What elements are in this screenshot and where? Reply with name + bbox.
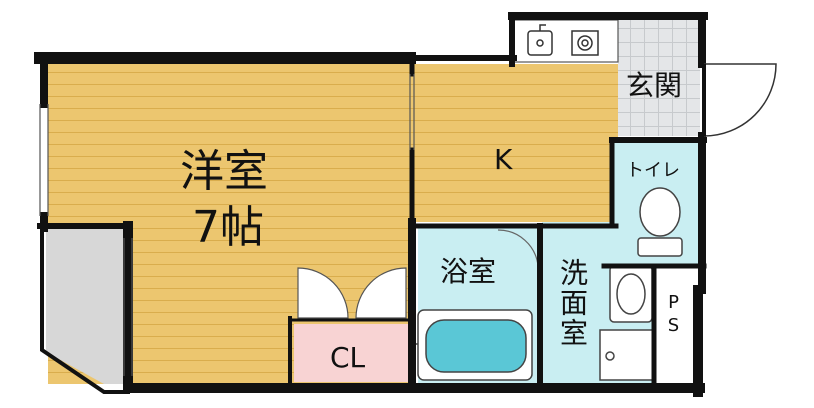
closet-door-icon <box>297 267 407 319</box>
stove-icon <box>571 30 599 56</box>
entrance-floor <box>618 20 700 136</box>
entry-door-icon <box>702 63 777 137</box>
bathroom-label: 浴室 <box>440 255 497 288</box>
toilet-label: トイレ <box>626 160 680 181</box>
washroom-label: 洗面室 <box>556 258 589 348</box>
pipe-space-floor <box>656 268 692 364</box>
closet-floor <box>294 324 410 382</box>
pipe-space-label: PS <box>663 292 684 338</box>
entrance-label: 玄関 <box>626 69 683 102</box>
bathroom-door-swing <box>497 229 539 267</box>
western-room-label: 洋室 <box>180 146 268 197</box>
windows <box>39 74 415 376</box>
washbasin-icon <box>609 265 653 323</box>
kitchen-counter <box>513 19 619 63</box>
western-room-size: 7帖 <box>192 202 264 253</box>
toilet-icon <box>637 187 683 257</box>
kitchen-floor <box>412 64 618 222</box>
closet-label: CL <box>330 341 366 374</box>
bathtub-icon <box>410 309 533 381</box>
balcony-rail <box>40 226 130 394</box>
walls <box>34 12 708 397</box>
sink-icon <box>527 24 553 56</box>
balcony-floor <box>46 228 126 384</box>
kitchen-label: K <box>494 143 513 176</box>
washer-pan-icon <box>599 329 655 381</box>
